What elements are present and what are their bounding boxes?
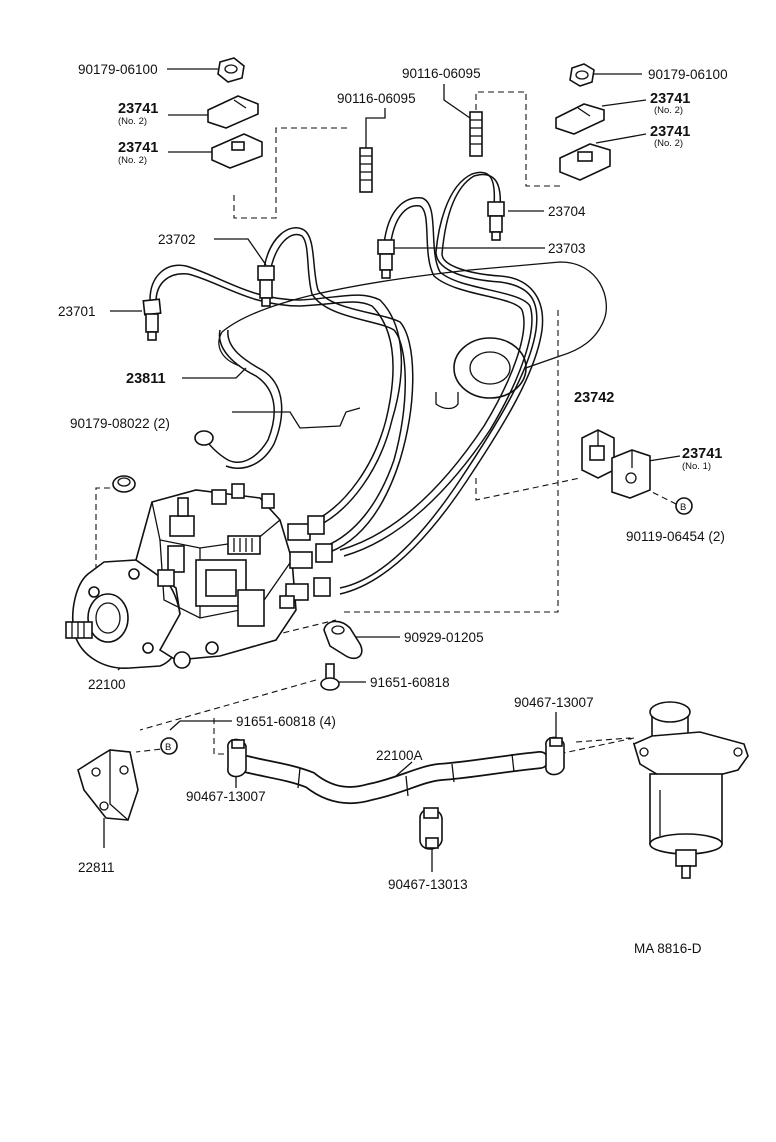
label-23701: 23701: [58, 304, 96, 319]
label-23741-c-no: (No. 2): [654, 105, 683, 116]
clamp-23742: [581, 429, 615, 479]
pipe-fittings: [142, 201, 505, 341]
label-91651-60818-b: 91651-60818 (4): [236, 714, 336, 729]
label-23741-a-no: (No. 2): [118, 116, 147, 127]
stud-90116-06095-top: [469, 111, 483, 157]
fitting-23704: [487, 201, 505, 241]
nut-90179-06100-right: [569, 63, 595, 87]
label-23742: 23742: [574, 390, 614, 406]
bolt-91651-60818: [320, 663, 340, 691]
label-23741-e: 23741: [682, 446, 722, 462]
clip-90467-13007-right: [545, 736, 565, 776]
label-90119-06454: 90119-06454 (2): [626, 529, 725, 544]
marker-b-right-text: B: [680, 502, 686, 513]
injection-pump-22100: [65, 483, 333, 669]
bracket-22811: [77, 749, 139, 821]
engine-body-outline: [218, 261, 607, 429]
fitting-23701: [142, 298, 162, 341]
label-90179-06100-left: 90179-06100: [78, 62, 158, 77]
stud-90116-06095-mid: [359, 147, 373, 193]
label-23741-b-no: (No. 2): [118, 155, 147, 166]
label-23703: 23703: [548, 241, 586, 256]
label-90116-06095-mid: 90116-06095: [337, 91, 416, 106]
nut-90179-06100-left: [217, 57, 245, 83]
clamp-23741-no1: [611, 449, 651, 499]
clamp-23741-no2-upper-right: [555, 103, 605, 135]
marker-b-left: B: [160, 737, 178, 755]
clamp-23741-no2-lower-left: [211, 133, 263, 169]
clip-90467-13013: [419, 807, 443, 850]
label-23741-b: 23741: [118, 140, 158, 156]
label-90179-08022: 90179-08022 (2): [70, 416, 170, 431]
label-90179-06100-right: 90179-06100: [648, 67, 728, 82]
label-90467-13007-right: 90467-13007: [514, 695, 594, 710]
label-23741-a: 23741: [118, 101, 158, 117]
clamp-23741-no2-upper-left: [207, 95, 259, 129]
label-23704: 23704: [548, 204, 586, 219]
fuel-filter: [575, 701, 749, 879]
label-90116-06095-top: 90116-06095: [402, 66, 481, 81]
fuel-hose-22100A: [237, 751, 549, 805]
label-22100: 22100: [88, 677, 126, 692]
part-labels: 90179-06100 23741 (No. 2) 23741 (No. 2) …: [58, 62, 728, 956]
label-23811: 23811: [126, 371, 166, 387]
label-90467-13013: 90467-13013: [388, 877, 468, 892]
label-23741-d: 23741: [650, 124, 690, 140]
fitting-23702: [257, 265, 275, 307]
bracket-90929-01205: [323, 620, 363, 660]
label-23741-e-no: (No. 1): [682, 461, 711, 472]
label-23702: 23702: [158, 232, 196, 247]
marker-b-right: B: [675, 497, 693, 515]
reference-code: MA 8816-D: [634, 941, 702, 956]
injection-pipes: [149, 171, 544, 595]
label-91651-60818-a: 91651-60818: [370, 675, 450, 690]
label-22100A: 22100A: [376, 748, 423, 763]
clamp-23741-no2-lower-right: [559, 143, 611, 181]
fitting-23703: [377, 239, 395, 279]
clip-90467-13007-left: [227, 738, 247, 778]
label-22811: 22811: [78, 860, 115, 875]
label-90467-13007-left: 90467-13007: [186, 789, 266, 804]
label-90929-01205: 90929-01205: [404, 630, 484, 645]
label-23741-d-no: (No. 2): [654, 138, 683, 149]
label-23741-c: 23741: [650, 91, 690, 107]
nut-90179-08022: [112, 475, 136, 493]
marker-b-left-text: B: [165, 742, 171, 753]
